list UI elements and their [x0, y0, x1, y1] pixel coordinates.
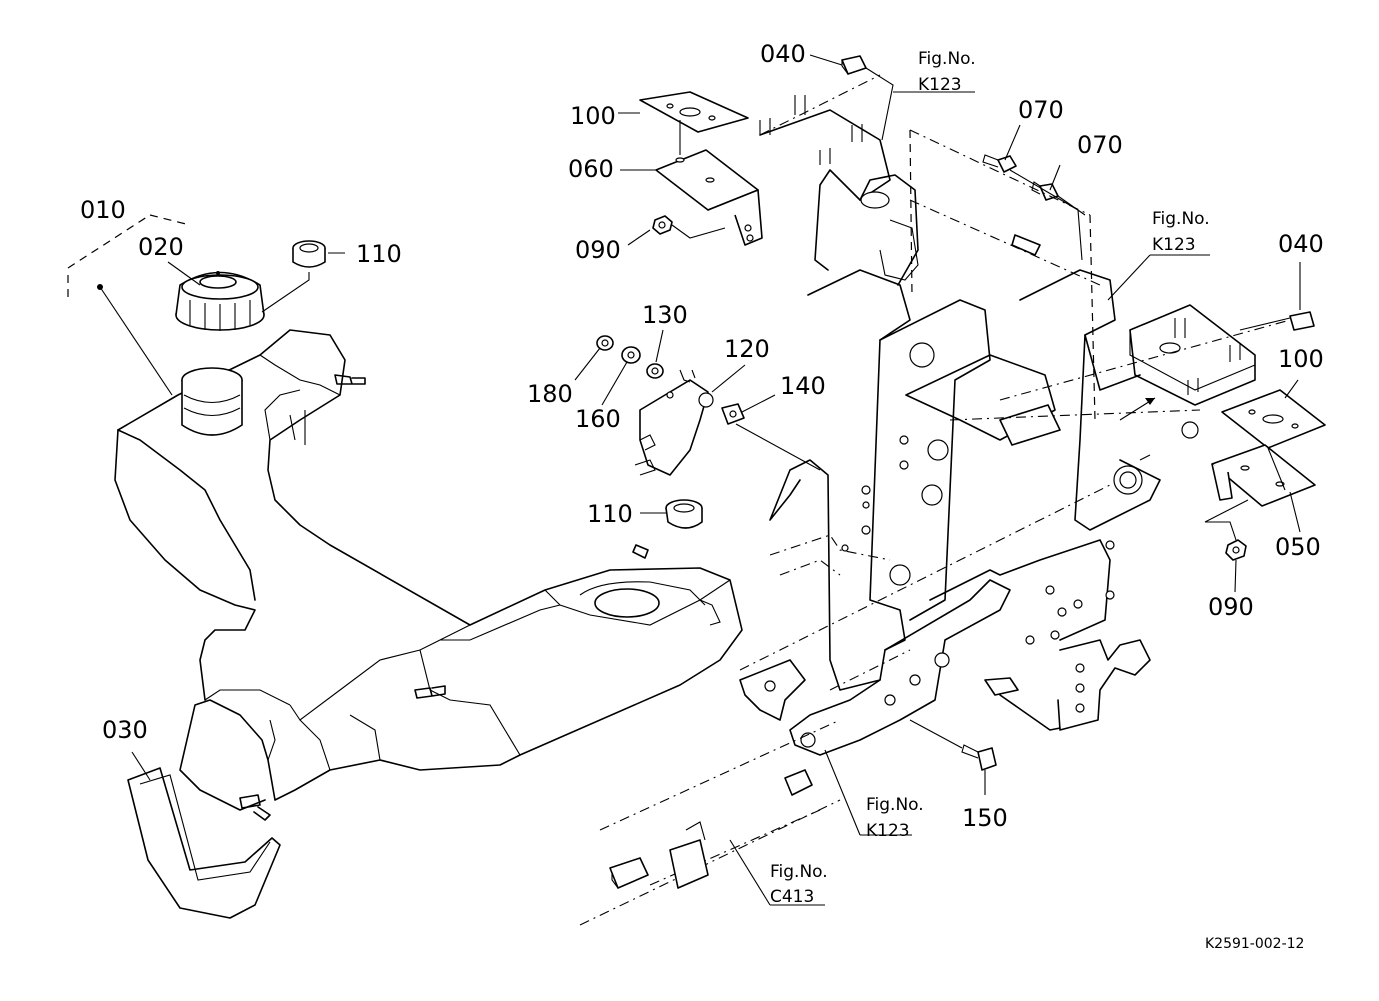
part-label-070-a: 070	[1018, 96, 1064, 124]
drawing-code: K2591-002-12	[1205, 936, 1304, 952]
clips	[609, 769, 813, 889]
part-label-020: 020	[138, 233, 184, 261]
collar-130	[646, 363, 664, 379]
washer-160	[621, 346, 641, 364]
part-label-160: 160	[575, 405, 621, 433]
part-label-070-b: 070	[1077, 131, 1123, 159]
part-label-130: 130	[642, 301, 688, 329]
part-labels: 010 020 030 040 040 050 060 070 070 090 …	[80, 40, 1324, 832]
nut-180	[596, 335, 614, 351]
fig-ref-3-code: K123	[866, 821, 910, 841]
bushing-upper	[292, 240, 326, 268]
part-label-180: 180	[527, 380, 573, 408]
arrow-head	[1145, 398, 1155, 405]
part-label-150: 150	[962, 804, 1008, 832]
tank-band	[127, 767, 281, 919]
nut-140	[721, 403, 745, 425]
part-label-110-lower: 110	[587, 500, 633, 528]
bolt-070-a	[982, 154, 1017, 173]
part-label-110-upper: 110	[356, 240, 402, 268]
plate-upper	[639, 91, 749, 133]
fig-ref-1-label: Fig.No.	[918, 49, 976, 69]
fig-ref-3-label: Fig.No.	[866, 795, 924, 815]
fig-ref-2-code: K123	[1152, 235, 1196, 255]
part-label-100-right: 100	[1278, 345, 1324, 373]
plate-right	[1221, 389, 1326, 449]
part-label-010: 010	[80, 196, 126, 224]
nut-right	[1225, 539, 1247, 561]
part-label-040-upper: 040	[760, 40, 806, 68]
block-right	[1289, 311, 1315, 331]
front-frame	[739, 95, 1256, 756]
part-label-140: 140	[780, 372, 826, 400]
bushing-lower	[665, 499, 703, 529]
part-label-090-upper: 090	[575, 236, 621, 264]
fig-ref-4-label: Fig.No.	[770, 862, 828, 882]
part-label-120: 120	[724, 335, 770, 363]
figure-references: Fig.No. K123 Fig.No. K123 Fig.No. K123 F…	[770, 49, 1210, 907]
part-label-040-right: 040	[1278, 230, 1324, 258]
filler-cap	[175, 271, 265, 331]
part-label-060: 060	[568, 155, 614, 183]
bracket-right	[1211, 444, 1316, 507]
bracket-120	[634, 369, 714, 476]
part-label-030: 030	[102, 716, 148, 744]
fig-ref-2-label: Fig.No.	[1152, 209, 1210, 229]
fuel-tank	[114, 329, 743, 821]
fig-ref-1-code: K123	[918, 75, 962, 95]
nut-upper	[652, 215, 673, 235]
part-label-100-upper: 100	[570, 102, 616, 130]
bracket-upper	[655, 149, 763, 246]
part-label-050: 050	[1275, 533, 1321, 561]
block-upper	[841, 55, 867, 75]
part-label-090-right: 090	[1208, 593, 1254, 621]
fig-ref-4-code: C413	[770, 887, 814, 907]
leader-lines	[67, 54, 1301, 906]
bolt-150	[961, 744, 997, 771]
